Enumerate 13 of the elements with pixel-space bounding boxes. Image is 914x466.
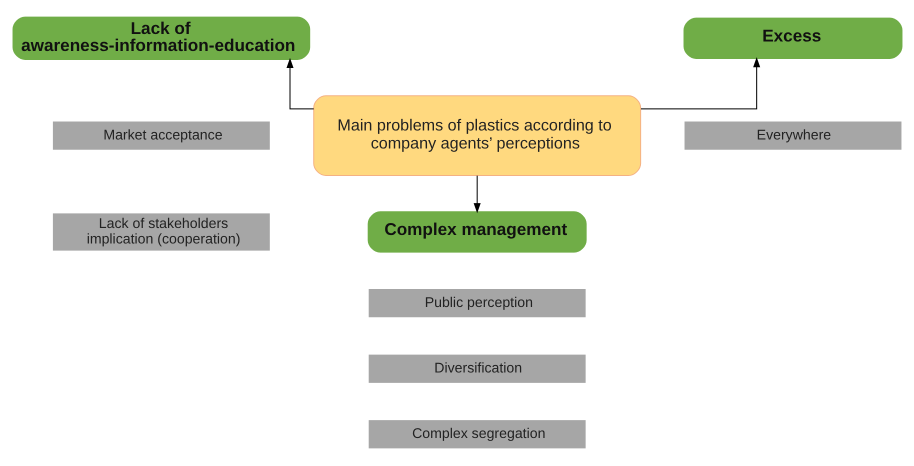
node-box: Market acceptance	[51, 120, 270, 151]
node-box: Complex management	[367, 211, 586, 253]
arrow	[473, 176, 480, 214]
arrow	[640, 57, 760, 110]
arrow	[286, 58, 314, 110]
node-box: Diversification	[367, 354, 586, 384]
node-box: Excess	[683, 18, 902, 59]
node-box: Everywhere	[683, 120, 902, 151]
node-box: Complex segregation	[367, 419, 586, 450]
node-box: Main problems of plastics according to company agents’ perceptions	[312, 95, 641, 176]
node-box: Lack of awareness-information-education	[12, 16, 310, 60]
node-box: Lack of stakeholders implication (cooperation)	[51, 212, 270, 252]
node-box: Public perception	[367, 288, 586, 318]
